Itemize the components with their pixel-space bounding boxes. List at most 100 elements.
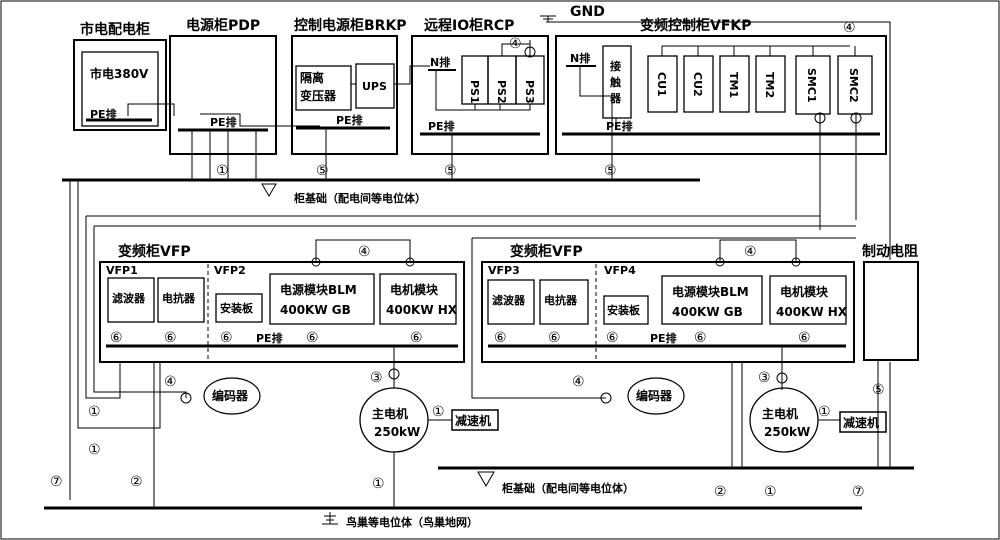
contactor-label-3: 器 <box>609 92 622 105</box>
marker-7: ⑦ <box>852 484 865 500</box>
marker-4: ④ <box>572 374 585 390</box>
marker-5: ⑤ <box>444 163 457 179</box>
smc-down-wires <box>819 114 857 230</box>
wire-left-1a <box>85 216 121 399</box>
cu2-label: CU2 <box>691 72 704 97</box>
marker-1: ① <box>764 484 777 500</box>
marker-2: ② <box>714 484 727 500</box>
motor-a-connector <box>388 368 400 380</box>
encoder-b <box>627 377 685 415</box>
pdp-drops <box>191 130 257 180</box>
encoder-a-connector <box>180 392 192 404</box>
contactor-label-2: 触 <box>609 75 621 89</box>
vfp-b-hx-label-1: 电机模块 <box>780 284 829 299</box>
vfp-a-conn-2 <box>405 257 415 267</box>
rcp-connector <box>524 46 536 58</box>
vfp-b-conn-1 <box>715 257 725 267</box>
pdp-pe-label: PE排 <box>210 115 237 129</box>
marker-4: ④ <box>358 244 371 260</box>
marker-1: ① <box>432 404 445 420</box>
brake-title: 制动电阻 <box>862 243 918 260</box>
vfp-a-blm-label-1: 电源模块BLM <box>280 282 357 297</box>
marker-1: ① <box>88 442 101 458</box>
encoder-a <box>203 377 261 415</box>
marker-6: ⑥ <box>220 330 233 346</box>
contactor-label-1: 接 <box>610 59 621 73</box>
marker-7: ⑦ <box>50 474 63 490</box>
marker-group: ④ ④ ① ⑤ ⑤ ⑤ ④ ④ ⑥ ⑥ ⑥ ⑥ ⑥ ⑥ ⑥ ⑥ ⑥ ⑥ ④ ③ … <box>50 20 885 500</box>
motor-b-connector <box>776 372 788 384</box>
vfp-b-cabinet <box>481 261 855 363</box>
vfp-a-blm-box <box>269 273 375 325</box>
marker-5: ⑤ <box>872 382 885 398</box>
vfp-b-conn-2 <box>791 257 801 267</box>
pdp-to-brkp-wire <box>200 113 320 127</box>
brkp-cabinet <box>291 35 398 155</box>
vfp-a-reactor-box <box>157 277 205 323</box>
vfp-a-title: 变频柜VFP <box>118 243 191 260</box>
vfp-b-reactor-label: 电抗器 <box>544 293 578 307</box>
marker-6: ⑥ <box>798 330 811 346</box>
vfp-b-blm-box <box>661 275 763 325</box>
tm2-label: TM2 <box>763 72 776 98</box>
marker-4: ④ <box>509 36 522 52</box>
nest-label: 鸟巢等电位体（鸟巢地网） <box>346 515 478 529</box>
ups-label: UPS <box>362 80 387 93</box>
mains-to-pdp-wire <box>127 103 175 116</box>
gnd-line <box>547 16 891 260</box>
cabinet-base-label-2: 柜基础（配电间等电位体） <box>501 481 634 495</box>
vfp-b-sub1: VFP3 <box>488 264 520 277</box>
rcp-pe-label: PE排 <box>428 119 455 133</box>
vfkp-title: 变频控制柜VFKP <box>640 17 752 34</box>
ground-triangle-2 <box>477 471 495 488</box>
ps2-label: PS2 <box>495 80 508 104</box>
brkp-pe-label: PE排 <box>336 113 363 127</box>
encoder-b-connector <box>600 392 612 404</box>
marker-1: ① <box>818 404 831 420</box>
vfkp-n-to-contactor <box>579 66 613 134</box>
brake-resistor-cabinet <box>863 261 919 361</box>
vfp-a-conn-1 <box>311 257 321 267</box>
smc2-label: SMC2 <box>847 68 860 103</box>
mains-pe-label: PE排 <box>90 107 117 121</box>
motor-b-label-1: 主电机 <box>762 406 798 421</box>
contactor-box <box>602 45 632 119</box>
smc2-connector <box>850 112 862 124</box>
vfkp-module-bus <box>661 45 856 56</box>
gnd-symbol <box>540 15 556 23</box>
smc1-connector <box>814 112 826 124</box>
wire-left-1b <box>77 180 161 429</box>
gnd-label: GND <box>570 4 605 20</box>
marker-4: ④ <box>843 20 856 36</box>
vfkp-n-label: N排 <box>570 51 590 65</box>
vfp-a-top-wire <box>315 239 411 262</box>
vfp-b-hx-box <box>769 275 847 325</box>
wire-encoder-a <box>93 226 187 398</box>
marker-4: ④ <box>164 374 177 390</box>
marker-6: ⑥ <box>606 330 619 346</box>
vfp-b-filter-label: 滤波器 <box>492 293 526 307</box>
vfp-a-plate-box <box>215 293 263 323</box>
mains-voltage-label: 市电380V <box>90 66 149 81</box>
marker-1: ① <box>372 476 385 492</box>
ps3-label: PS3 <box>523 80 536 104</box>
vfkp-cabinet <box>555 35 887 155</box>
vfp-a-reactor-label: 电抗器 <box>162 291 196 305</box>
gear-b-box <box>839 411 887 433</box>
vfp-b-blm-label-2: 400KW GB <box>672 305 743 319</box>
marker-6: ⑥ <box>164 330 177 346</box>
smc1-label: SMC1 <box>805 68 818 103</box>
vfp-b-filter-box <box>487 279 535 325</box>
vfp-a-plate-label: 安装板 <box>220 301 254 315</box>
vfp-b-plate-label: 安装板 <box>607 303 641 317</box>
nest-ground-symbol <box>322 512 338 525</box>
vfp-b-blm-label-1: 电源模块BLM <box>672 284 749 299</box>
marker-4: ④ <box>744 244 757 260</box>
ups-box <box>355 63 395 109</box>
vfp-a-blm-label-2: 400KW GB <box>280 303 351 317</box>
cu1-label: CU1 <box>655 72 668 97</box>
gear-a-box <box>451 409 499 431</box>
marker-1: ① <box>88 404 101 420</box>
